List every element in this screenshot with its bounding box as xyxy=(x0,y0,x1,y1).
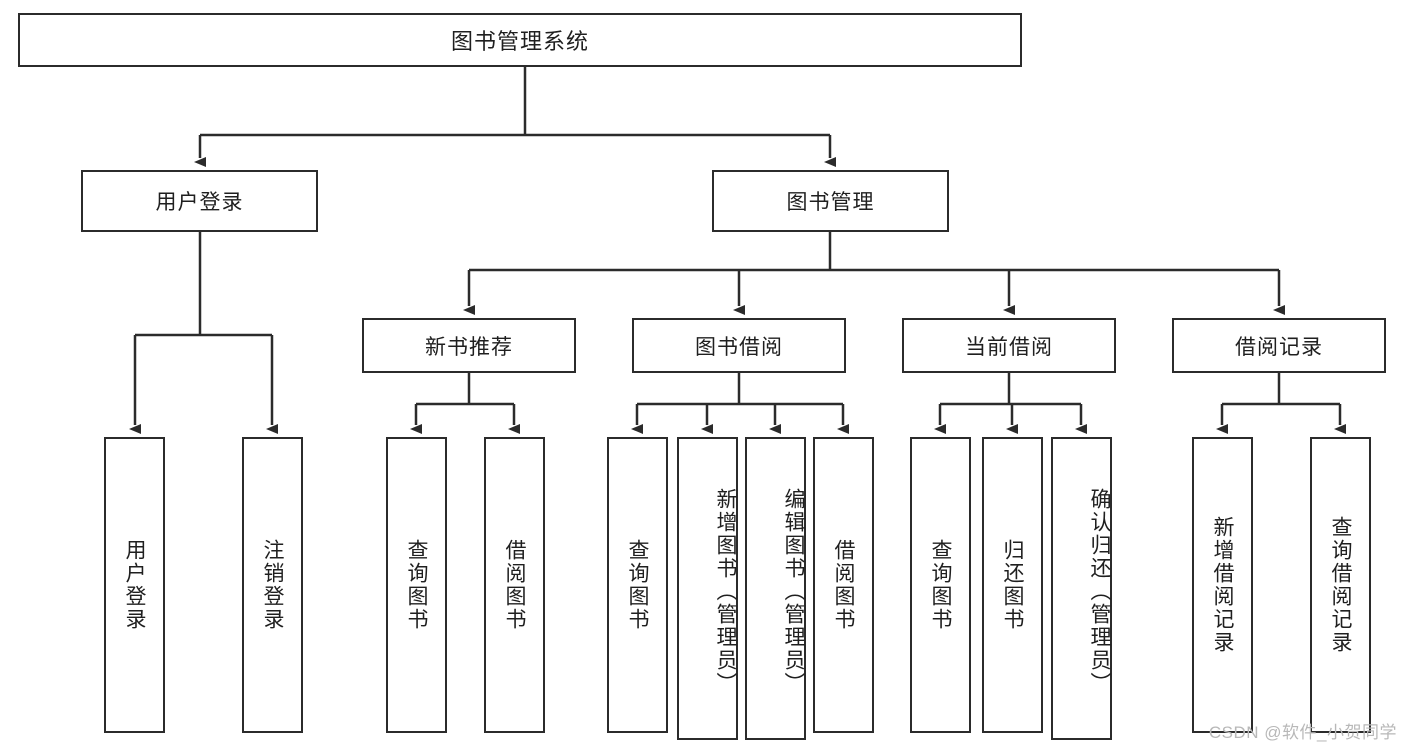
node-label: 归还图书 xyxy=(1001,539,1024,631)
leaf-return-book[interactable]: 归还图书 xyxy=(982,437,1043,733)
node-book-management[interactable]: 图书管理 xyxy=(712,170,949,232)
node-label: 新书推荐 xyxy=(425,335,513,359)
node-current-borrow[interactable]: 当前借阅 xyxy=(902,318,1116,373)
leaf-confirm-return-admin[interactable]: 确认归还（管理员） xyxy=(1051,437,1112,740)
watermark: CSDN @软件_小贺同学 xyxy=(1208,723,1397,742)
node-label: 用户登录 xyxy=(123,539,146,631)
node-label: 图书管理系统 xyxy=(450,29,589,54)
node-label: 查询图书 xyxy=(929,539,952,631)
node-label: 确认归还（管理员） xyxy=(1088,488,1111,695)
leaf-query-book-borrow[interactable]: 查询图书 xyxy=(607,437,668,733)
leaf-logout-login[interactable]: 注销登录 xyxy=(242,437,303,733)
node-label: 借阅图书 xyxy=(832,539,855,631)
node-label: 查询图书 xyxy=(626,539,649,631)
node-root[interactable]: 图书管理系统 xyxy=(18,13,1022,67)
node-book-borrow[interactable]: 图书借阅 xyxy=(632,318,846,373)
node-label: 新增图书（管理员） xyxy=(714,488,737,695)
node-label: 注销登录 xyxy=(261,539,284,631)
node-new-book-recommend[interactable]: 新书推荐 xyxy=(362,318,576,373)
node-label: 当前借阅 xyxy=(965,335,1053,359)
node-label: 用户登录 xyxy=(155,191,244,214)
node-label: 新增借阅记录 xyxy=(1211,516,1234,654)
node-label: 编辑图书（管理员） xyxy=(782,488,805,695)
node-label: 图书管理 xyxy=(786,191,875,214)
node-label: 借阅记录 xyxy=(1235,335,1323,359)
node-label: 借阅图书 xyxy=(503,539,526,631)
leaf-add-borrow-record[interactable]: 新增借阅记录 xyxy=(1192,437,1253,733)
node-label: 查询借阅记录 xyxy=(1329,516,1352,654)
node-label: 图书借阅 xyxy=(695,335,783,359)
leaf-user-login[interactable]: 用户登录 xyxy=(104,437,165,733)
node-borrow-record[interactable]: 借阅记录 xyxy=(1172,318,1386,373)
leaf-query-book-recommend[interactable]: 查询图书 xyxy=(386,437,447,733)
leaf-borrow-book[interactable]: 借阅图书 xyxy=(813,437,874,733)
leaf-add-book-admin[interactable]: 新增图书（管理员） xyxy=(677,437,738,740)
leaf-query-book-current[interactable]: 查询图书 xyxy=(910,437,971,733)
node-user-login[interactable]: 用户登录 xyxy=(81,170,318,232)
leaf-edit-book-admin[interactable]: 编辑图书（管理员） xyxy=(745,437,806,740)
leaf-query-borrow-record[interactable]: 查询借阅记录 xyxy=(1310,437,1371,733)
leaf-borrow-book-recommend[interactable]: 借阅图书 xyxy=(484,437,545,733)
node-label: 查询图书 xyxy=(405,539,428,631)
